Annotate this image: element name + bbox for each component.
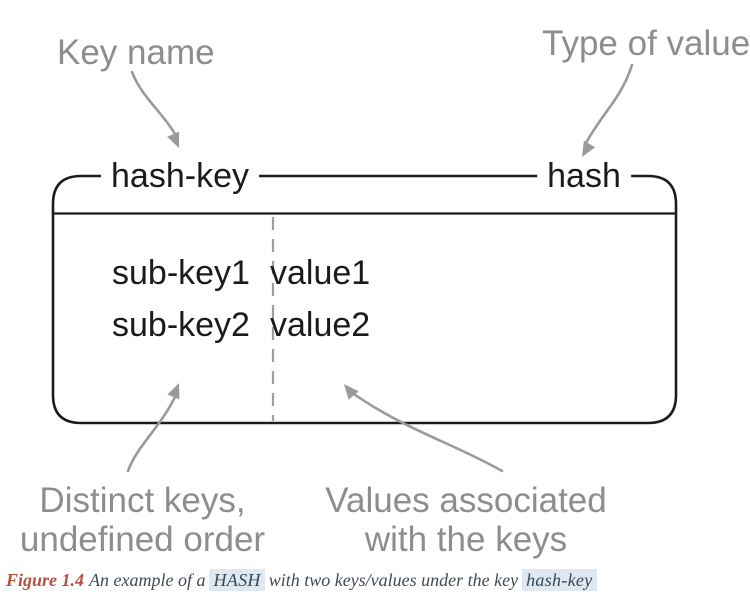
value-2: value2 xyxy=(270,306,371,344)
caption-hash-term: HASH xyxy=(209,569,265,591)
arrow-values-associated xyxy=(349,390,504,473)
arrowhead-distinct-keys-icon xyxy=(167,383,180,400)
hash-type-title: hash xyxy=(537,155,631,197)
sub-key-2: sub-key2 xyxy=(112,306,250,344)
arrow-distinct-keys xyxy=(126,395,177,473)
hash-key-title: hash-key xyxy=(101,155,259,197)
values-associated-line1: Values associated xyxy=(325,481,607,520)
values-associated-line2: with the keys xyxy=(364,520,568,559)
distinct-keys-line2: undefined order xyxy=(19,520,266,559)
distinct-keys-label: Distinct keys, undefined order xyxy=(0,481,285,559)
distinct-keys-line1: Distinct keys, xyxy=(39,481,246,520)
value-1: value1 xyxy=(270,254,371,292)
arrowhead-key-name-icon xyxy=(167,131,180,148)
figure-number: Figure 1.4 xyxy=(6,570,85,590)
key-name-label: Key name xyxy=(57,33,215,72)
arrow-key-name xyxy=(130,70,177,136)
arrowhead-values-associated-icon xyxy=(344,384,359,400)
hash-box-outline xyxy=(51,174,678,425)
values-associated-label: Values associated with the keys xyxy=(316,481,616,559)
caption-text-middle: with two keys/values under the key xyxy=(268,570,519,590)
arrow-type-of-value xyxy=(584,63,634,145)
sub-key-1: sub-key1 xyxy=(112,254,250,292)
caption-text-before: An example of a xyxy=(89,570,206,590)
type-of-value-label: Type of value xyxy=(542,24,750,63)
caption-key-term: hash-key xyxy=(522,569,597,591)
